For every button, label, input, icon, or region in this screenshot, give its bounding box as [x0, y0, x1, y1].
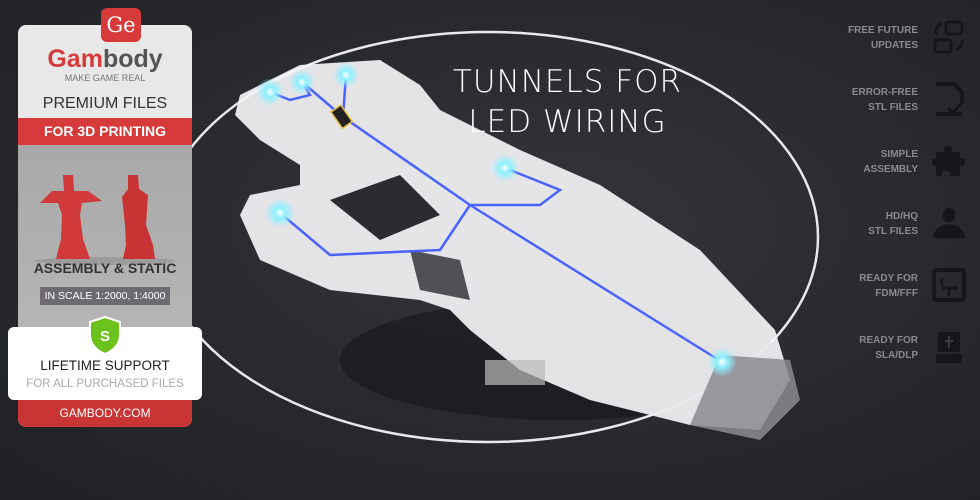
brand-name: Gambody — [18, 47, 192, 72]
feature-label: UPDATES — [870, 40, 918, 51]
feature-assembly: SIMPLE ASSEMBLY — [810, 144, 980, 206]
feature-label: ASSEMBLY — [863, 164, 918, 175]
feature-label: SLA/DLP — [875, 350, 918, 361]
led-node — [333, 62, 359, 88]
led-node — [265, 198, 295, 228]
feature-label: ERROR-FREE — [851, 87, 918, 98]
feature-label: READY FOR — [859, 335, 918, 346]
support-subtitle: FOR ALL PURCHASED FILES — [26, 378, 184, 390]
update-icon — [933, 20, 964, 54]
ship-gap — [410, 250, 470, 300]
ship-hull — [235, 60, 790, 430]
led-node — [256, 78, 284, 106]
for-3d-printing: FOR 3D PRINTING — [18, 118, 192, 145]
gambody-logo: Ge — [101, 8, 141, 42]
figures-icon — [35, 175, 175, 265]
ship-stand — [485, 360, 545, 385]
led-nodes — [256, 62, 737, 377]
sla-printer-icon — [936, 332, 962, 363]
feature-label: HD/HQ — [885, 211, 918, 222]
headline-line1: TUNNELS FOR — [452, 64, 683, 100]
site-link[interactable]: GAMBODY.COM — [18, 400, 192, 427]
feature-label: READY FOR — [859, 273, 918, 284]
led-node — [289, 69, 315, 95]
feature-error-free: ERROR-FREE STL FILES — [810, 82, 980, 144]
tagline: MAKE GAME REAL — [64, 73, 146, 83]
feature-label: SIMPLE — [880, 149, 918, 160]
figure-icon — [933, 208, 965, 238]
led-node — [707, 347, 737, 377]
feature-fdm: READY FOR FDM/FFF — [810, 268, 980, 330]
ship-gap — [330, 175, 440, 240]
headline-line2: LED WIRING — [468, 104, 667, 140]
led-connector — [329, 104, 354, 130]
headline: TUNNELS FOR LED WIRING — [440, 62, 695, 142]
scale-label: IN SCALE 1:2000, 1:4000 — [40, 287, 170, 305]
premium-files: PREMIUM FILES — [42, 95, 168, 112]
support-title: LIFETIME SUPPORT — [40, 358, 170, 373]
puzzle-icon — [932, 146, 965, 176]
feature-label: STL FILES — [868, 102, 918, 113]
feature-sla: READY FOR SLA/DLP — [810, 330, 980, 392]
features-list: FREE FUTURE UPDATES ERROR-FREE STL FILES S… — [810, 20, 980, 392]
feature-updates: FREE FUTURE UPDATES — [810, 20, 980, 82]
brand-rest: body — [102, 45, 163, 73]
shield-letter: S — [100, 328, 110, 345]
fdm-printer-icon — [932, 268, 966, 302]
feature-label: FREE FUTURE — [848, 25, 918, 36]
file-check-icon — [936, 82, 965, 116]
led-node — [491, 154, 519, 182]
assembly-static: ASSEMBLY & STATIC — [33, 260, 177, 276]
feature-label: STL FILES — [868, 226, 918, 237]
feature-hd: HD/HQ STL FILES — [810, 206, 980, 268]
feature-label: FDM/FFF — [875, 288, 918, 299]
shield-icon: S — [89, 315, 121, 355]
brand-red: Gam — [47, 45, 103, 73]
